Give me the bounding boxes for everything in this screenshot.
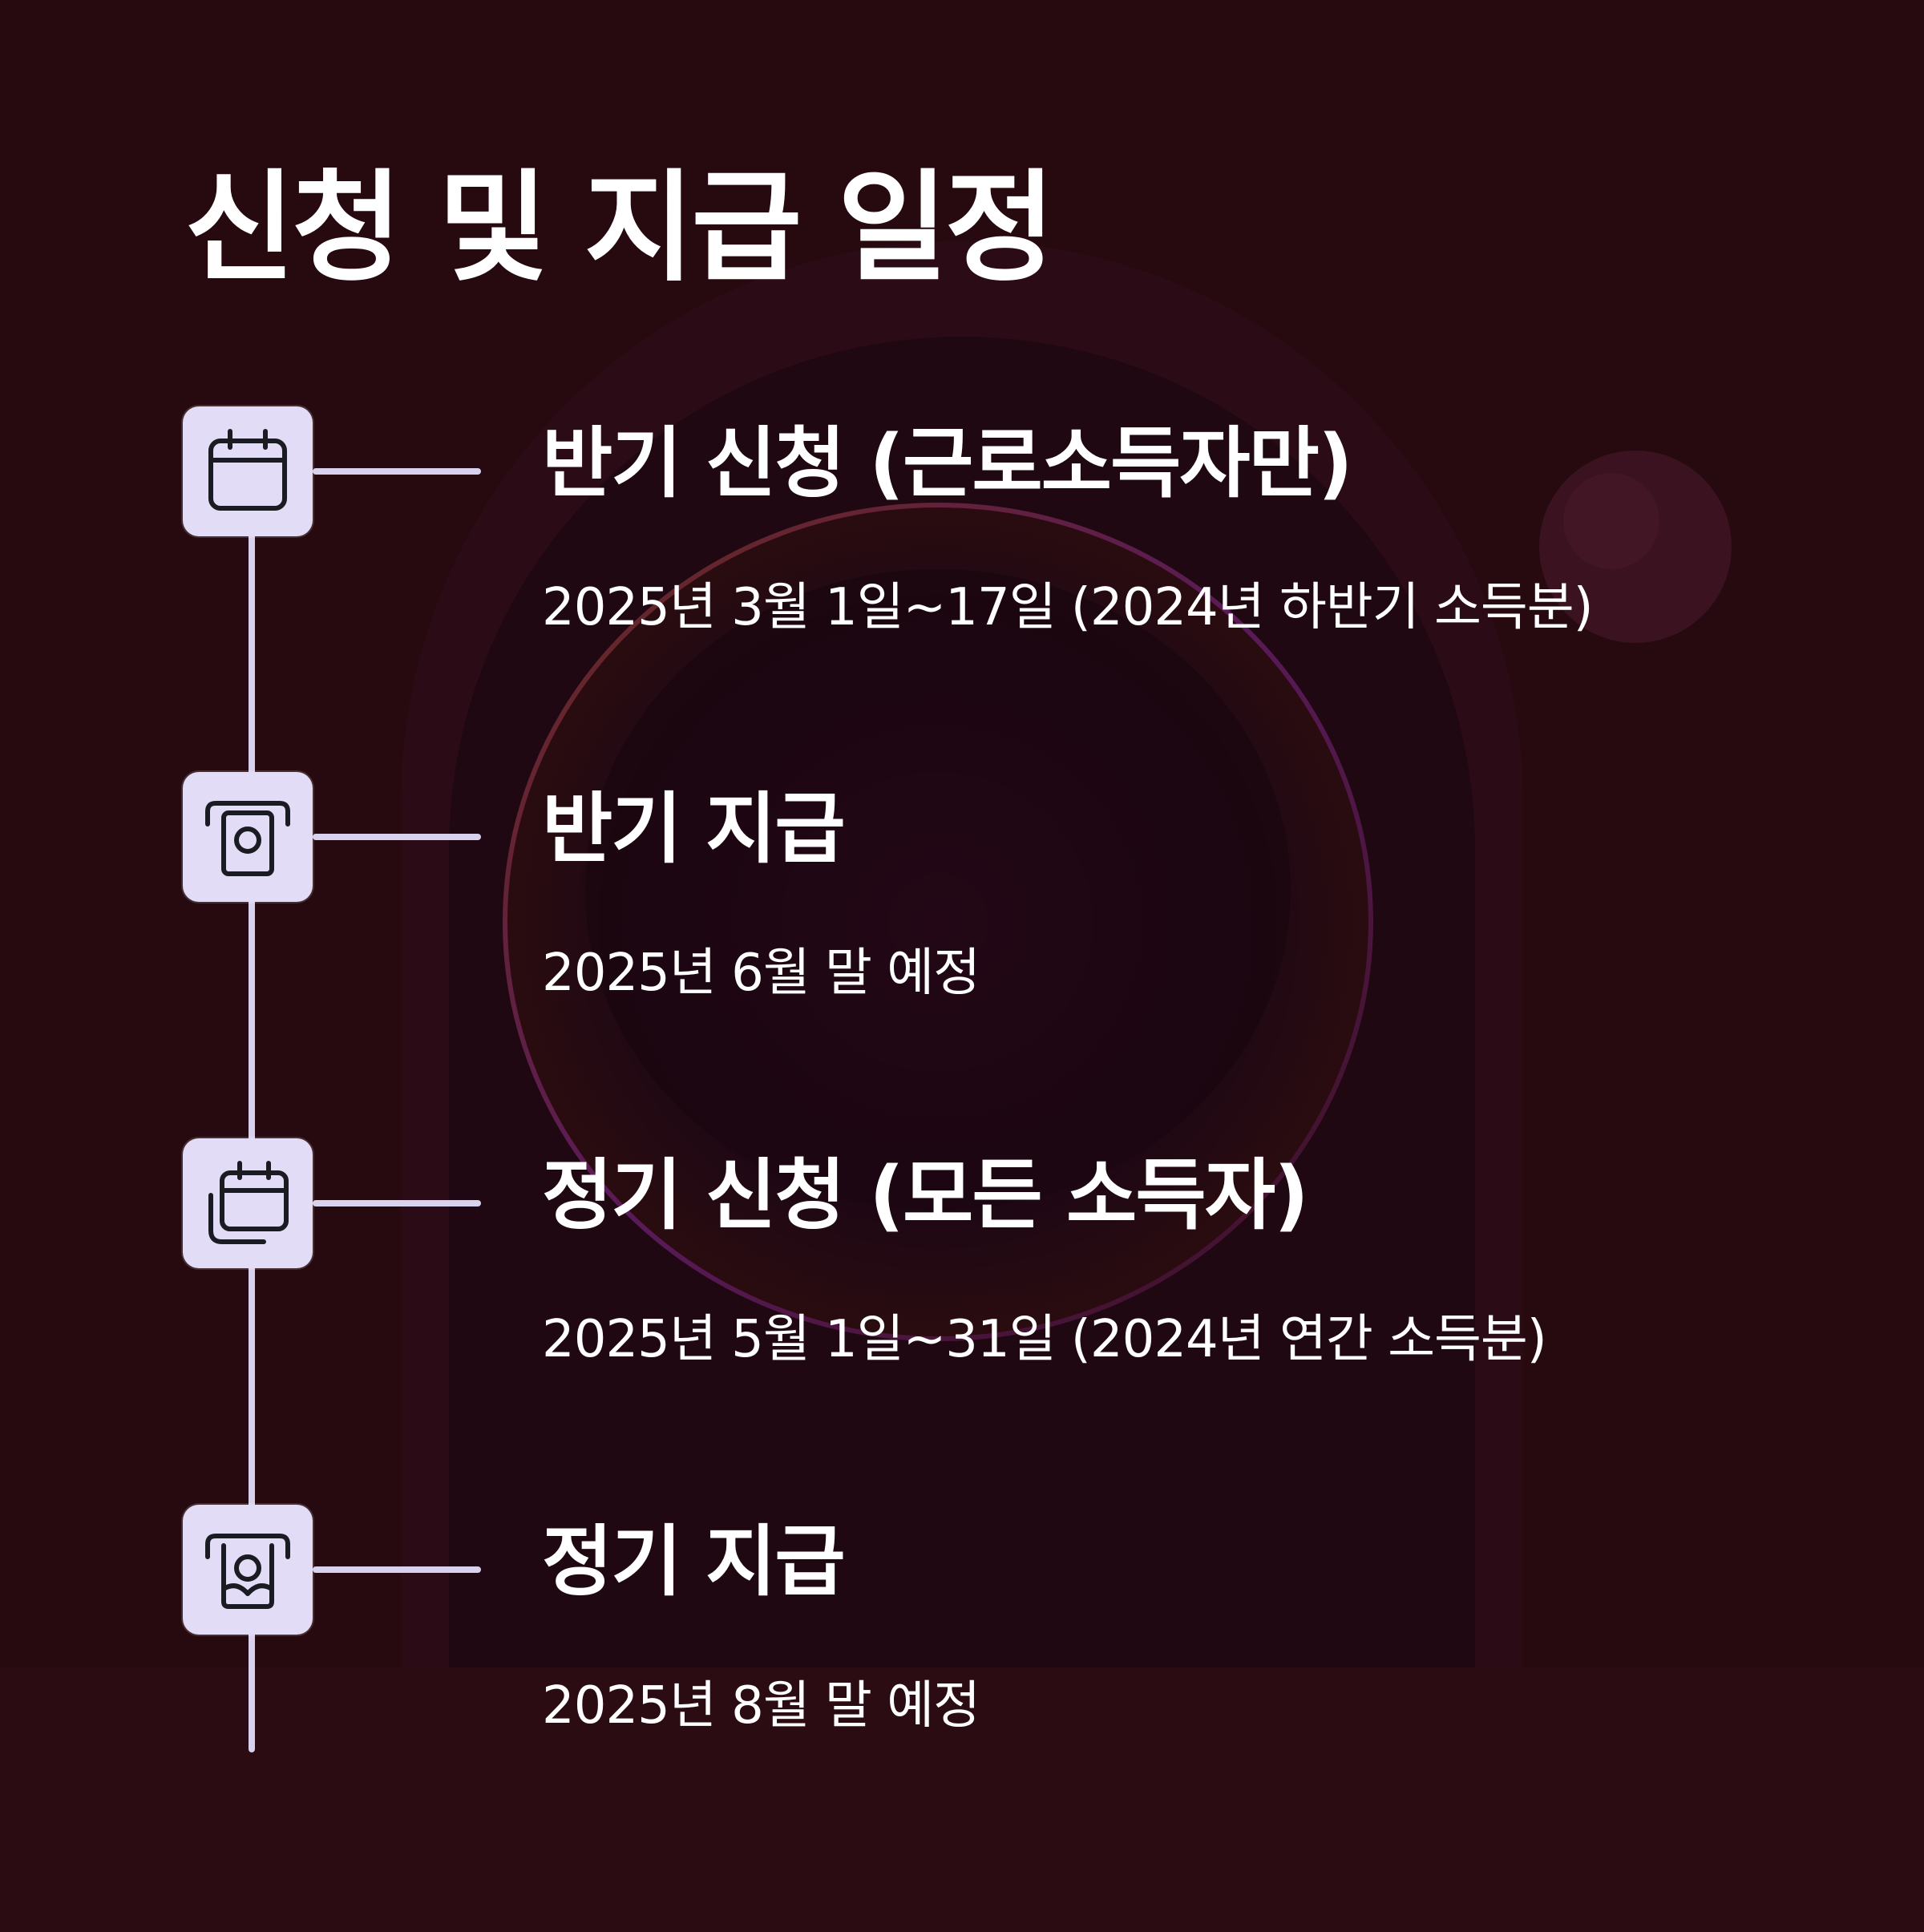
- timeline-icon-box: [183, 772, 313, 902]
- calendar-icon: [208, 429, 287, 511]
- timeline-connector: [313, 1566, 481, 1573]
- timeline-connector: [313, 834, 481, 840]
- timeline-connector: [313, 468, 481, 475]
- step-date: 2025년 6월 말 예정: [542, 944, 980, 1003]
- stacked-calendar-icon: [208, 1161, 289, 1244]
- step-heading: 반기 지급: [542, 784, 846, 874]
- timeline-icon-box: [183, 406, 313, 536]
- timeline-connector: [313, 1200, 481, 1206]
- step-date: 2025년 5월 1일~31일 (2024년 연간 소득분): [542, 1310, 1547, 1369]
- step-heading: 정기 지급: [542, 1517, 846, 1607]
- step-heading: 정기 신청 (모든 소득자): [542, 1150, 1309, 1240]
- timeline-icon-box: [183, 1505, 313, 1635]
- step-date: 2025년 3월 1일~17일 (2024년 하반기 소득분): [542, 578, 1594, 637]
- step-date: 2025년 8월 말 예정: [542, 1676, 980, 1736]
- money-hand-icon: [205, 1534, 290, 1609]
- timeline-icon-box: [183, 1138, 313, 1268]
- step-heading: 반기 신청 (근로소득자만): [542, 418, 1353, 508]
- cash-payment-icon: [205, 801, 290, 876]
- page-title: 신청 및 지급 일정: [184, 159, 1056, 298]
- timeline-rail: [249, 473, 255, 1752]
